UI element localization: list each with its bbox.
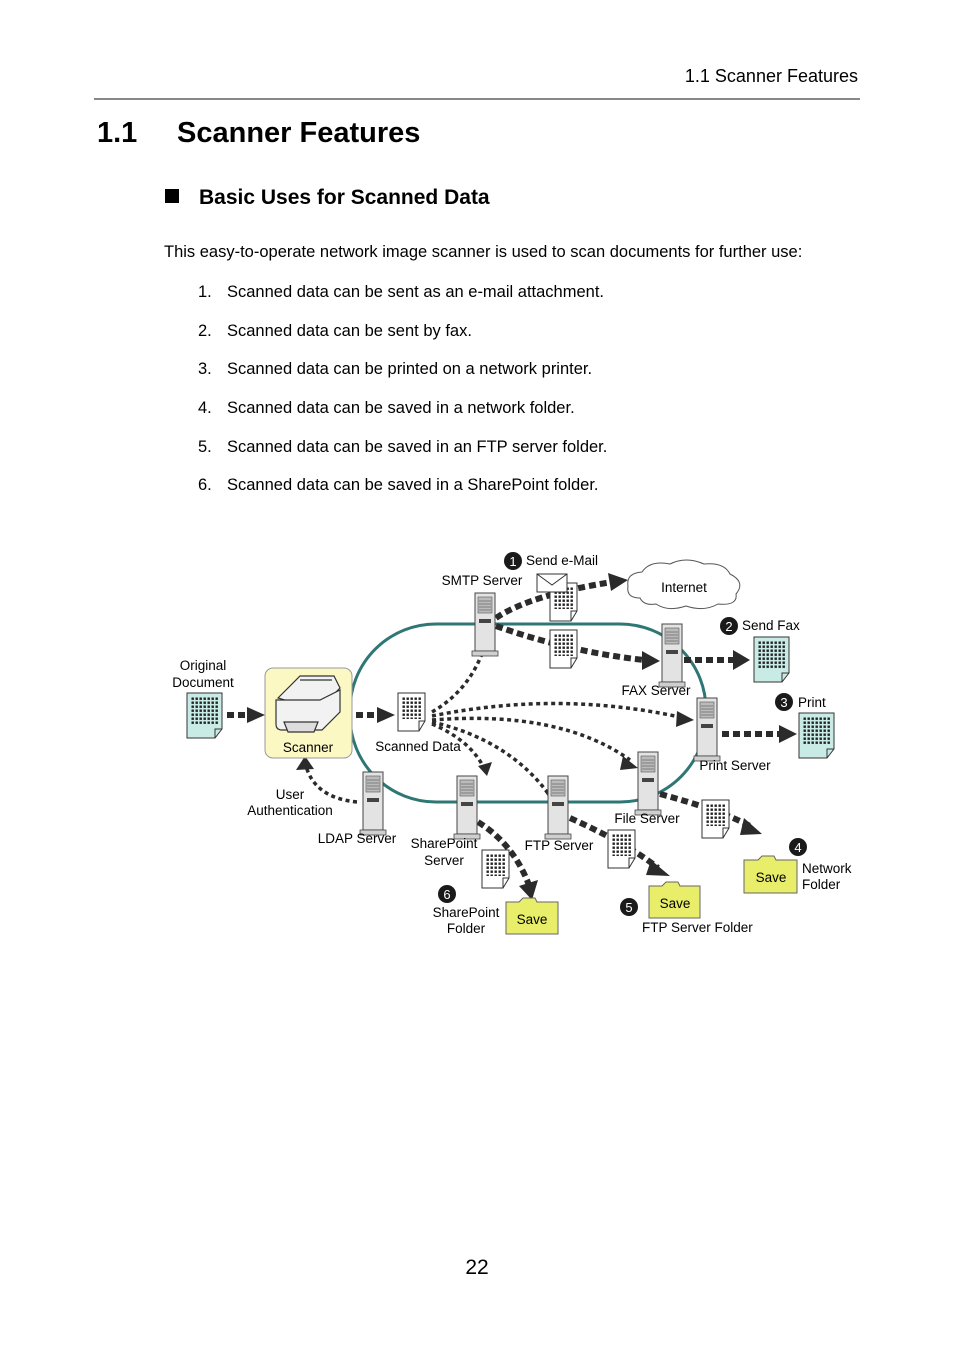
sent-fax-document-icon — [753, 636, 790, 683]
sharepoint-server-icon — [453, 775, 481, 840]
badge-6: 6 — [438, 885, 456, 903]
scanned-data-label: Scanned Data — [375, 739, 461, 754]
svg-text:2: 2 — [725, 619, 732, 634]
list-item-number: 2. — [198, 321, 212, 340]
running-header: 1.1 Scanner Features — [684, 66, 858, 86]
ldap-server-icon — [359, 771, 387, 836]
svg-text:Save: Save — [660, 896, 691, 911]
list-item-number: 1. — [198, 283, 212, 301]
list-item-number: 5. — [198, 437, 212, 456]
fax-server-icon — [658, 623, 686, 688]
file-server-label: File Server — [614, 811, 680, 826]
chapter-number: 1.1 — [97, 117, 138, 149]
list-item-text: Scanned data can be printed on a network… — [227, 360, 593, 379]
svg-text:4: 4 — [794, 840, 801, 855]
ftp-server-label: FTP Server — [525, 838, 594, 853]
print-label: Print — [798, 695, 826, 710]
internet-cloud-icon — [627, 559, 741, 610]
scanner-label: Scanner — [283, 740, 334, 755]
header-rule — [94, 98, 860, 100]
chapter-title: 1.1 Scanner Features — [97, 117, 420, 150]
smtp-server-label: SMTP Server — [442, 573, 523, 588]
ftp-server-icon — [544, 775, 572, 840]
print-server-icon — [693, 697, 721, 762]
sharepoint-folder-icon: Save — [505, 897, 559, 935]
fax-server-label: FAX Server — [621, 683, 691, 698]
internet-label: Internet — [661, 580, 707, 595]
list-item: 4. Scanned data can be saved in a network… — [198, 399, 607, 438]
fax-document-icon — [549, 629, 578, 669]
list-item: 1. Scanned data can be sent as an e-mail … — [198, 283, 607, 322]
print-server-label: Print Server — [699, 758, 771, 773]
badge-4: 4 — [789, 838, 807, 856]
ftp-folder-document-icon — [607, 829, 636, 869]
badge-3: 3 — [775, 693, 793, 711]
badge-5: 5 — [620, 898, 638, 916]
smtp-server-icon — [471, 592, 499, 657]
file-server-icon — [634, 751, 662, 816]
svg-text:Save: Save — [517, 912, 548, 927]
svg-text:3: 3 — [780, 695, 787, 710]
list-item-text: Scanned data can be saved in an FTP serv… — [227, 437, 608, 456]
list-item-text: Scanned data can be sent by fax. — [227, 321, 472, 340]
svg-text:Save: Save — [756, 870, 787, 885]
scanner-icon — [275, 675, 341, 733]
chapter-title-text: Scanner Features — [177, 117, 421, 149]
list-item-number: 3. — [198, 360, 212, 379]
network-folder-document-icon — [701, 799, 730, 839]
list-item: 5. Scanned data can be saved in an FTP se… — [198, 438, 607, 477]
list-item-text: Scanned data can be sent as an e-mail at… — [227, 283, 604, 301]
scanned-data-document-icon — [397, 692, 426, 732]
printed-document-icon — [798, 712, 835, 759]
network-folder-icon: Save — [743, 855, 798, 894]
original-document-icon — [186, 692, 223, 739]
square-bullet-icon — [165, 189, 179, 203]
envelope-icon — [536, 573, 568, 593]
section-heading-text: Basic Uses for Scanned Data — [199, 186, 490, 209]
send-email-label: Send e-Mail — [526, 553, 598, 568]
list-item-text: Scanned data can be saved in a network f… — [227, 399, 575, 418]
section-heading: Basic Uses for Scanned Data — [165, 186, 490, 210]
uses-list: 1. Scanned data can be sent as an e-mail … — [198, 283, 607, 515]
list-item-text: Scanned data can be saved in a SharePoin… — [227, 476, 599, 495]
svg-text:1: 1 — [509, 554, 516, 569]
page-number: 22 — [465, 1256, 489, 1279]
ldap-server-label: LDAP Server — [318, 831, 397, 846]
sharepoint-folder-document-icon — [481, 849, 510, 889]
svg-text:6: 6 — [443, 887, 450, 902]
ftp-folder-icon: Save — [648, 881, 701, 919]
ftp-server-folder-label: FTP Server Folder — [642, 920, 753, 935]
list-item: 2. Scanned data can be sent by fax. — [198, 322, 607, 361]
list-item-number: 4. — [198, 399, 212, 418]
badge-1: 1 — [504, 552, 522, 570]
list-item-number: 6. — [198, 476, 212, 495]
badge-2: 2 — [720, 617, 738, 635]
send-fax-label: Send Fax — [742, 618, 800, 633]
svg-text:5: 5 — [625, 900, 632, 915]
intro-paragraph: This easy-to-operate network image scann… — [164, 243, 803, 261]
list-item: 6. Scanned data can be saved in a SharePo… — [198, 476, 607, 515]
list-item: 3. Scanned data can be printed on a netwo… — [198, 360, 607, 399]
